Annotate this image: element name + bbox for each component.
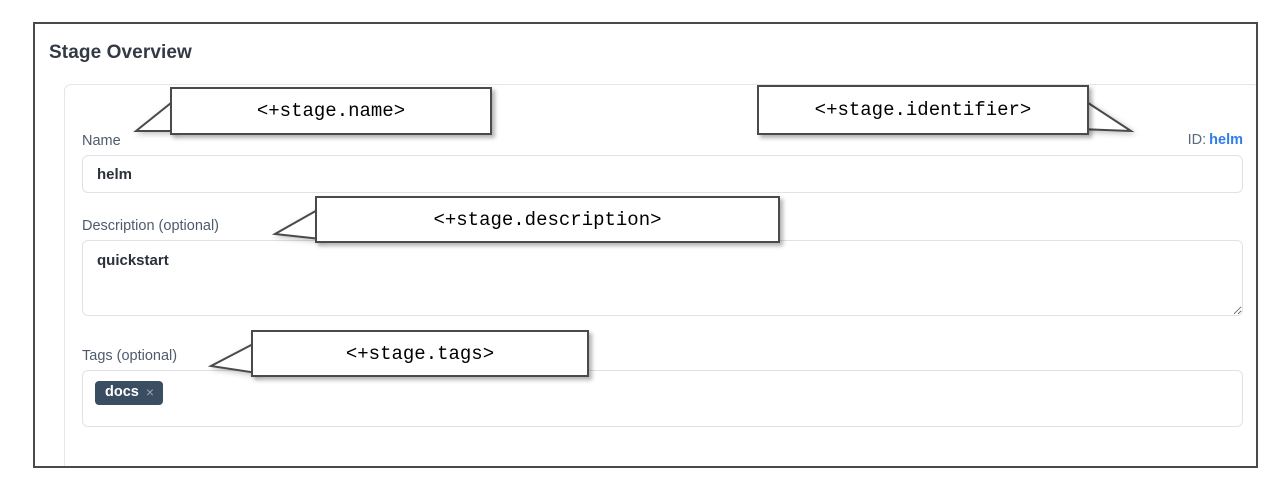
name-label: Name — [82, 133, 121, 149]
identifier-value[interactable]: helm — [1209, 132, 1243, 148]
tag-chip-label: docs — [105, 384, 139, 400]
stage-overview-card: Name ID:helm Description (optional) Tags… — [64, 84, 1256, 466]
identifier-prefix-label: ID: — [1187, 132, 1207, 148]
field-group-name: Name ID:helm — [82, 132, 1243, 193]
tags-label: Tags (optional) — [82, 348, 178, 364]
callout-stage-name: <+stage.name> — [170, 87, 492, 135]
name-input[interactable] — [82, 155, 1243, 193]
field-group-tags: Tags (optional) docs × — [82, 347, 1243, 427]
callout-stage-tags: <+stage.tags> — [251, 330, 589, 377]
description-label: Description (optional) — [82, 218, 220, 234]
tag-chip[interactable]: docs × — [95, 381, 164, 405]
tags-input[interactable]: docs × — [82, 370, 1243, 427]
callout-stage-identifier: <+stage.identifier> — [757, 85, 1089, 135]
close-icon[interactable]: × — [145, 384, 155, 401]
field-group-description: Description (optional) — [82, 217, 1243, 316]
page-title: Stage Overview — [49, 42, 192, 63]
description-textarea[interactable] — [82, 240, 1243, 316]
stage-identifier-display: ID:helm — [1188, 132, 1243, 148]
callout-stage-description: <+stage.description> — [315, 196, 780, 243]
